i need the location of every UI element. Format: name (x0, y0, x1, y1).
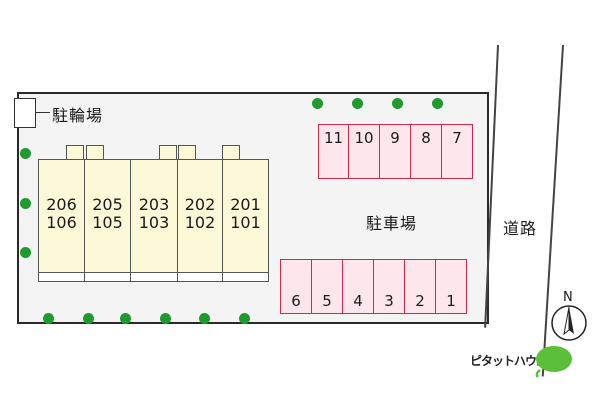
apartment-unit: 201 101 (222, 159, 269, 282)
unit-base (178, 272, 222, 281)
tree (432, 98, 443, 109)
unit-base (223, 272, 268, 281)
unit-number-upper: 205 (92, 195, 123, 214)
stall-number: 9 (390, 129, 400, 147)
stall-number: 8 (421, 129, 431, 147)
stall-number: 7 (452, 129, 462, 147)
parking-stall: 6 (280, 259, 312, 314)
unit-roof-bump (159, 145, 177, 161)
bicycle-parking-area (14, 98, 36, 128)
unit-base (131, 272, 177, 281)
unit-number-lower: 103 (138, 213, 170, 232)
unit-roof-bump (66, 145, 84, 161)
bicycle-leader-line (36, 112, 50, 113)
tree (20, 198, 31, 209)
stall-number: 2 (415, 292, 425, 310)
unit-number-lower: 106 (46, 213, 77, 232)
parking-stall: 4 (342, 259, 374, 314)
unit-roof-bump (86, 145, 104, 161)
tree (43, 313, 54, 324)
unit-base (39, 272, 84, 281)
north-label: N (563, 290, 573, 305)
stall-number: 11 (323, 129, 344, 147)
apartment-unit: 206 106 (38, 159, 85, 282)
parking-stall: 5 (311, 259, 343, 314)
stall-number: 5 (322, 292, 332, 310)
parking-stall: 7 (441, 124, 473, 179)
parking-stall: 2 (404, 259, 436, 314)
tree (312, 98, 323, 109)
stall-number: 1 (446, 292, 456, 310)
apartment-unit: 202 102 (177, 159, 223, 282)
unit-roof-bump (222, 145, 240, 161)
tree (352, 98, 363, 109)
brand-logo-text: ピタットハウス (470, 354, 548, 368)
tree (20, 148, 31, 159)
tree (83, 313, 94, 324)
tree (20, 247, 31, 258)
stall-number: 10 (354, 129, 374, 147)
stall-number: 6 (291, 292, 301, 310)
unit-base (85, 272, 130, 281)
tree (239, 313, 250, 324)
stall-number: 3 (384, 292, 394, 310)
unit-number-upper: 201 (230, 195, 261, 214)
apartment-unit: 203 103 (130, 159, 178, 282)
unit-number-lower: 105 (92, 213, 123, 232)
unit-roof-bump (178, 145, 196, 161)
parking-stall: 9 (379, 124, 411, 179)
parking-stall: 1 (435, 259, 467, 314)
tree (120, 313, 131, 324)
unit-number-lower: 102 (184, 213, 216, 232)
road-label: 道路 (501, 215, 540, 239)
parking-stall: 10 (348, 124, 380, 179)
compass-icon (551, 305, 587, 341)
unit-number-upper: 206 (46, 195, 77, 214)
tree (199, 313, 210, 324)
unit-number-lower: 101 (230, 213, 261, 232)
parking-stall: 8 (410, 124, 442, 179)
car-parking-label: 駐車場 (366, 214, 418, 233)
parking-stall: 11 (318, 124, 349, 179)
apartment-unit: 205 105 (84, 159, 131, 282)
tree (392, 98, 403, 109)
tree (160, 313, 171, 324)
brand-logo-icon (535, 346, 572, 378)
stall-number: 4 (353, 292, 363, 310)
bicycle-parking-label: 駐輪場 (52, 106, 104, 125)
unit-number-upper: 203 (138, 195, 170, 214)
parking-stall: 3 (373, 259, 405, 314)
unit-number-upper: 202 (184, 195, 216, 214)
